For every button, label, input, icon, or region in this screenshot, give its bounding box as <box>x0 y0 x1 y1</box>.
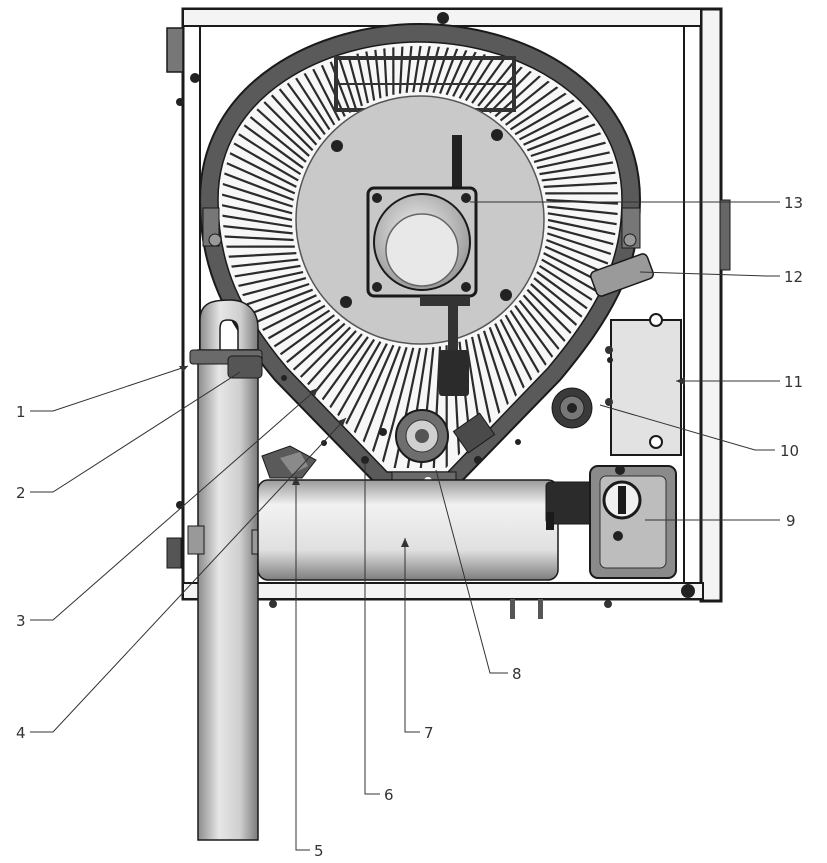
flue-pipe <box>187 299 269 841</box>
callout-10: 10 <box>780 442 799 460</box>
fin <box>464 46 562 102</box>
outer-frame <box>166 7 731 619</box>
fin <box>259 46 341 122</box>
control-box <box>605 313 682 456</box>
fin <box>418 46 457 93</box>
fin <box>315 46 363 107</box>
leader-8 <box>435 469 508 674</box>
fin <box>222 258 299 279</box>
fin <box>541 161 618 182</box>
fin <box>471 46 575 104</box>
fin <box>222 270 304 310</box>
fin <box>222 198 293 228</box>
fin <box>546 198 618 210</box>
fin <box>336 346 402 468</box>
fin <box>470 336 510 468</box>
fin <box>438 46 504 94</box>
callout-8: 8 <box>512 665 522 683</box>
leader-6 <box>364 462 380 795</box>
fin <box>376 46 388 97</box>
fin <box>452 46 533 97</box>
fin <box>425 46 473 93</box>
fin <box>222 252 297 264</box>
fin <box>301 46 358 110</box>
fin <box>321 344 395 468</box>
fin <box>222 183 293 222</box>
fin <box>367 347 415 468</box>
fin <box>546 232 618 288</box>
fin <box>222 136 294 202</box>
fin <box>412 46 442 93</box>
fin <box>361 46 382 99</box>
fin <box>345 46 376 101</box>
fin <box>222 107 297 188</box>
leader-3 <box>30 387 319 621</box>
leader-4 <box>30 417 347 733</box>
fin <box>222 121 296 195</box>
fin <box>222 214 293 235</box>
callout-9: 9 <box>786 512 796 530</box>
fin <box>445 46 519 96</box>
fin <box>286 46 352 114</box>
pump-assembly <box>545 465 677 579</box>
fin <box>222 230 294 242</box>
fin <box>458 46 548 99</box>
callout-12: 12 <box>784 268 803 286</box>
fin <box>546 238 618 304</box>
leader-7 <box>404 538 420 733</box>
fin <box>536 130 618 170</box>
callout-2: 2 <box>16 484 26 502</box>
callout-leaders <box>30 201 780 851</box>
fin <box>307 343 388 468</box>
fin <box>543 252 618 333</box>
leader-5 <box>295 476 310 851</box>
callout-3: 3 <box>16 612 26 630</box>
fin <box>547 205 618 226</box>
callout-1: 1 <box>16 403 26 421</box>
leader-10 <box>599 404 775 451</box>
callout-labels: 1 2 3 4 5 6 7 8 9 10 11 12 13 <box>16 194 803 860</box>
leader-2 <box>30 371 241 493</box>
fin <box>547 212 618 242</box>
tank <box>257 445 559 581</box>
fin <box>544 245 618 319</box>
callout-4: 4 <box>16 724 26 742</box>
fin <box>398 46 410 94</box>
leader-12 <box>639 271 780 277</box>
callout-5: 5 <box>314 842 324 860</box>
fin <box>272 46 346 117</box>
fin <box>432 46 488 94</box>
burner-motor <box>366 135 478 396</box>
fin <box>222 167 293 215</box>
callout-7: 7 <box>424 724 434 742</box>
fin <box>483 46 601 110</box>
fin <box>222 152 294 208</box>
fin <box>539 145 618 176</box>
callout-6: 6 <box>384 786 394 804</box>
callout-11: 11 <box>784 373 803 391</box>
lower-fittings <box>281 357 613 489</box>
housing-brackets <box>202 207 654 297</box>
leader-1 <box>30 365 189 412</box>
fin <box>547 218 618 257</box>
fin <box>547 225 618 273</box>
fin <box>330 46 370 104</box>
fin <box>543 176 618 188</box>
fin <box>405 46 426 93</box>
callout-13: 13 <box>784 194 803 212</box>
fin <box>222 264 301 295</box>
igniter <box>551 387 593 429</box>
